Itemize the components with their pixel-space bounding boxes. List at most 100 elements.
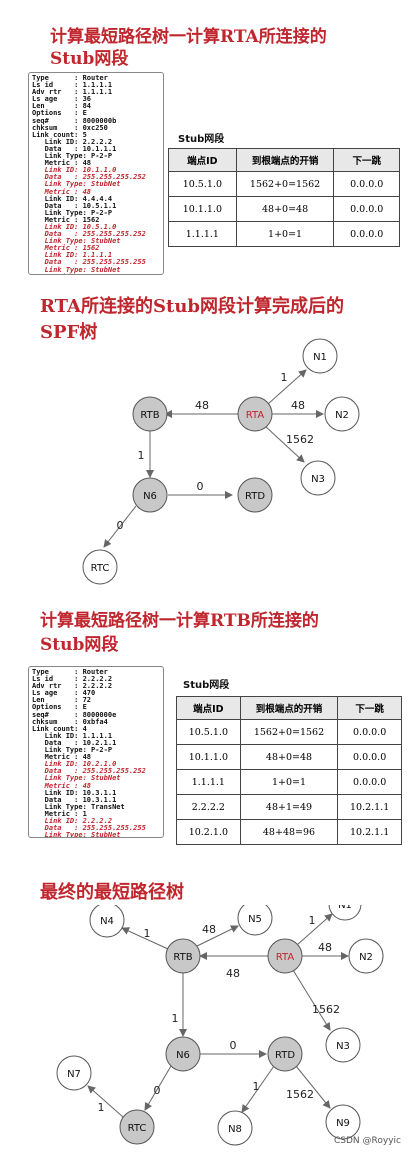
node-n1-label: N1 xyxy=(338,905,352,911)
section4-title: 最终的最短路径树 xyxy=(40,882,184,903)
section1-title-line2: Stub网段 xyxy=(50,49,129,69)
spf-tree-rta-diagram: 48 1 48 1562 1 0 0 RTB RTA N1 N2 N3 N6 R… xyxy=(82,338,360,585)
node-rta-label: RTA xyxy=(246,410,265,421)
lsa-line: Ls age : 36 xyxy=(32,95,92,104)
lsa-line: Options : E xyxy=(32,109,87,118)
lsa-line: Link ID: 1.1.1.1 xyxy=(32,251,113,260)
node-rtb: RTB xyxy=(132,396,168,432)
table-cell: 0.0.0.0 xyxy=(337,719,402,745)
stub-table-caption: Stub网段 xyxy=(178,134,225,145)
label-rtb-n4: 1 xyxy=(144,927,151,940)
lsa-line: chksum : 0xc250 xyxy=(32,123,108,132)
node-rtd: RTD xyxy=(237,477,273,513)
lsa-line: Data : 255.255.255.255 xyxy=(32,824,146,833)
node-n2-label: N2 xyxy=(335,410,349,421)
stub-table-caption: Stub网段 xyxy=(183,680,230,691)
lsa-line: Metric : 48 xyxy=(32,159,92,168)
lsa-line: Metric : 1562 xyxy=(32,215,100,224)
lsa-line: Len : 72 xyxy=(32,696,92,705)
node-n8-label: N8 xyxy=(228,1124,242,1135)
lsa-line: Type : Router xyxy=(32,668,108,676)
lsa-line: Link Type: StubNet xyxy=(32,265,121,274)
node-rtb-label: RTB xyxy=(140,410,159,421)
lsa-line: seq# : 8000000e xyxy=(32,710,117,719)
lsa-line: Options : E xyxy=(32,703,87,712)
node-n7-label: N7 xyxy=(67,1069,81,1080)
lsa-line: Link ID: 2.2.2.2 xyxy=(32,816,113,825)
table-cell: 1.1.1.1 xyxy=(168,221,237,247)
node-n8: N8 xyxy=(217,1110,253,1146)
table-cell: 0.0.0.0 xyxy=(333,196,400,222)
node-n2-label: N2 xyxy=(359,952,373,963)
label-rta-n2: 48 xyxy=(291,399,305,412)
col-header-endpoint: 端点ID xyxy=(168,148,237,172)
lsa-line: Link count: 5 xyxy=(32,130,87,139)
lsa-line: Link ID: 2.2.2.2 xyxy=(32,137,113,146)
section3-title-line1: 计算最短路径树一计算RTB所连接的 xyxy=(40,611,319,631)
label-n6-rtd: 0 xyxy=(197,480,204,493)
label-rta-rtb: 48 xyxy=(195,399,209,412)
node-n3: N3 xyxy=(300,460,336,496)
lsa-line: Link ID: 4.4.4.4 xyxy=(32,194,113,203)
table-cell: 10.2.1.1 xyxy=(337,794,402,820)
edge-rta-n1 xyxy=(267,369,307,405)
lsa-line: Ls age : 470 xyxy=(32,689,96,698)
lsa-line: Link Type: P-2-P xyxy=(32,152,113,161)
node-n3-label: N3 xyxy=(336,1041,350,1052)
lsa-line: chksum : 0xbfa4 xyxy=(32,717,108,726)
lsa-line: Link ID: 10.3.1.1 xyxy=(32,788,117,797)
section2-title-line2: SPF树 xyxy=(40,322,98,343)
lsa-line: Data : 255.255.255.252 xyxy=(32,230,146,239)
table-cell: 48+1=49 xyxy=(239,794,339,820)
label-n6-rtc: 0 xyxy=(154,1084,161,1097)
lsa-line: Data : 10.5.1.1 xyxy=(32,201,117,210)
label-rta-n3: 1562 xyxy=(312,1003,340,1016)
lsa-line: Link ID: 10.1.1.0 xyxy=(32,166,117,175)
table-cell: 48+0=48 xyxy=(239,744,339,770)
node-rta: RTA xyxy=(267,938,303,974)
table-cell: 0.0.0.0 xyxy=(333,171,400,197)
lsa-line: Metric : 48 xyxy=(32,781,92,790)
label-rta-n3: 1562 xyxy=(286,433,314,446)
lsa-line: Ls id : 1.1.1.1 xyxy=(32,81,113,90)
table-cell: 10.1.1.0 xyxy=(168,196,237,222)
lsa-line: Data : 10.1.1.1 xyxy=(32,144,117,153)
node-rtd-label: RTD xyxy=(245,491,265,502)
label-n6-rtd: 0 xyxy=(230,1039,237,1052)
label-n6-rtc: 0 xyxy=(117,519,124,532)
label-rta-n1: 1 xyxy=(281,371,288,384)
node-n6: N6 xyxy=(165,1036,201,1072)
lsa-line: Link ID: 10.2.1.0 xyxy=(32,760,117,769)
table-cell: 10.5.1.0 xyxy=(168,171,237,197)
col-header-nexthop: 下一跳 xyxy=(337,696,402,720)
lsa-line: Link Type: StubNet xyxy=(32,180,121,189)
lsa-line: Metric : 1562 xyxy=(32,244,100,253)
lsa-line: Data : 255.255.255.255 xyxy=(32,258,146,267)
label-rta-rtb: 48 xyxy=(226,967,240,980)
lsa-line: Data : 255.255.255.252 xyxy=(32,173,146,182)
lsa-line: Link ID: 1.1.1.1 xyxy=(32,731,113,740)
section2-title-line1: RTA所连接的Stub网段计算完成后的 xyxy=(40,296,345,317)
label-rtc-n7: 1 xyxy=(98,1101,105,1114)
lsa-line: Adv rtr : 2.2.2.2 xyxy=(32,682,113,691)
node-rtc-label: RTC xyxy=(128,1123,147,1134)
edge-rtb-n5 xyxy=(196,925,239,947)
node-n4: N4 xyxy=(89,905,125,938)
node-n2: N2 xyxy=(348,938,384,974)
node-n1: N1 xyxy=(328,905,362,921)
lsa-line: Link ID: 10.5.1.0 xyxy=(32,222,117,231)
label-rtb-n6: 1 xyxy=(172,1012,179,1025)
lsa-line: Ls id : 2.2.2.2 xyxy=(32,675,113,684)
table-cell: 2.2.2.2 xyxy=(176,794,241,820)
node-n1-label: N1 xyxy=(313,352,327,363)
node-n6: N6 xyxy=(132,477,168,513)
lsa-line: Type : Router xyxy=(32,74,108,82)
node-rtc: RTC xyxy=(82,549,118,585)
lsa-line: Link Type: TransNet xyxy=(32,802,125,811)
